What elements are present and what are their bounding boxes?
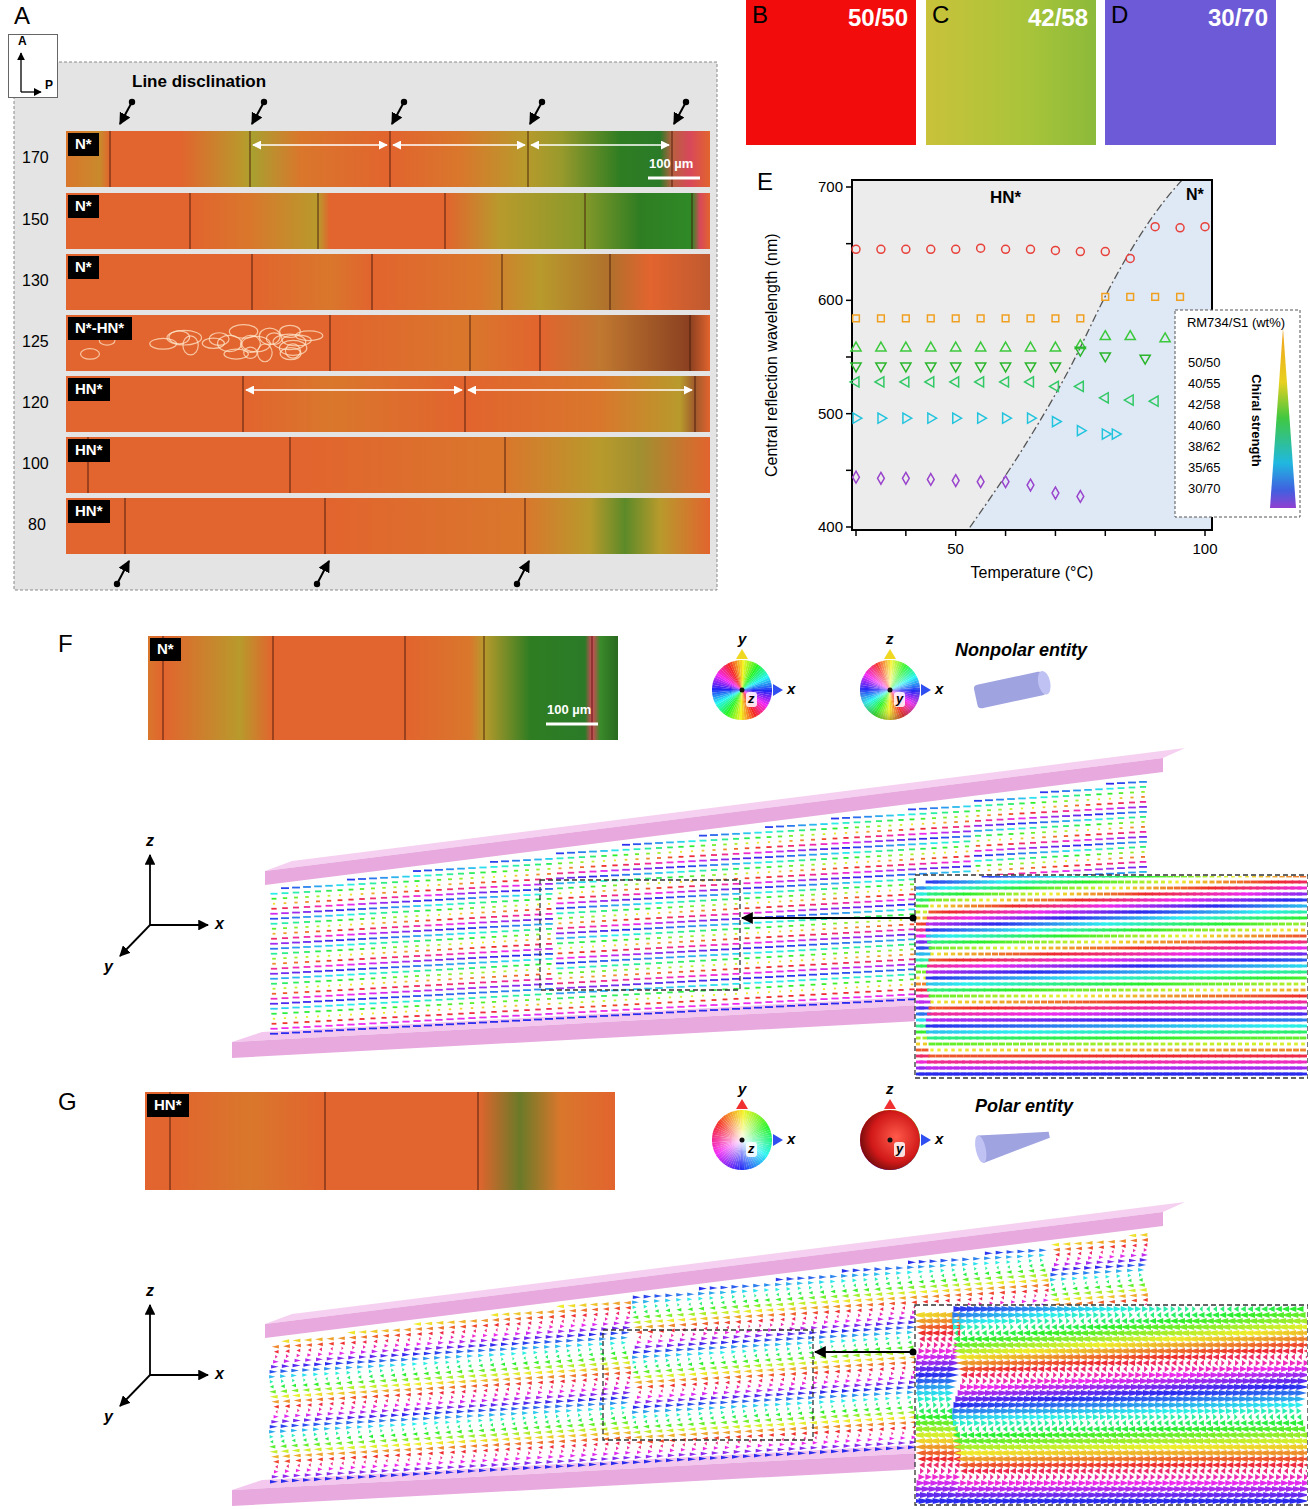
micrograph-strip <box>66 193 710 249</box>
pointer-dot <box>129 99 135 105</box>
pointer-dot <box>261 99 267 105</box>
pointer-dot <box>683 99 689 105</box>
pointer-dot <box>401 99 407 105</box>
polar-entity-icon <box>973 1121 1052 1164</box>
substrate <box>265 758 1163 885</box>
color-wheel <box>860 649 931 720</box>
pointer-dot <box>514 581 520 587</box>
color-wheel <box>860 1099 931 1170</box>
micrograph-strip <box>66 376 710 432</box>
color-wheel <box>712 649 783 720</box>
micrograph-strip <box>66 254 710 310</box>
axis-arrow <box>120 925 150 956</box>
color-wheel <box>712 1099 783 1170</box>
axis-arrow <box>120 1375 150 1406</box>
micrograph-strip <box>66 131 710 187</box>
micrograph-strip <box>145 1092 615 1190</box>
pointer-dot <box>114 581 120 587</box>
nonpolar-entity-icon <box>973 670 1052 709</box>
micrograph-strip <box>66 437 710 493</box>
micrograph-strip <box>66 498 710 554</box>
pointer-dot <box>539 99 545 105</box>
micrograph-strip <box>66 315 710 371</box>
pointer-dot <box>314 581 320 587</box>
